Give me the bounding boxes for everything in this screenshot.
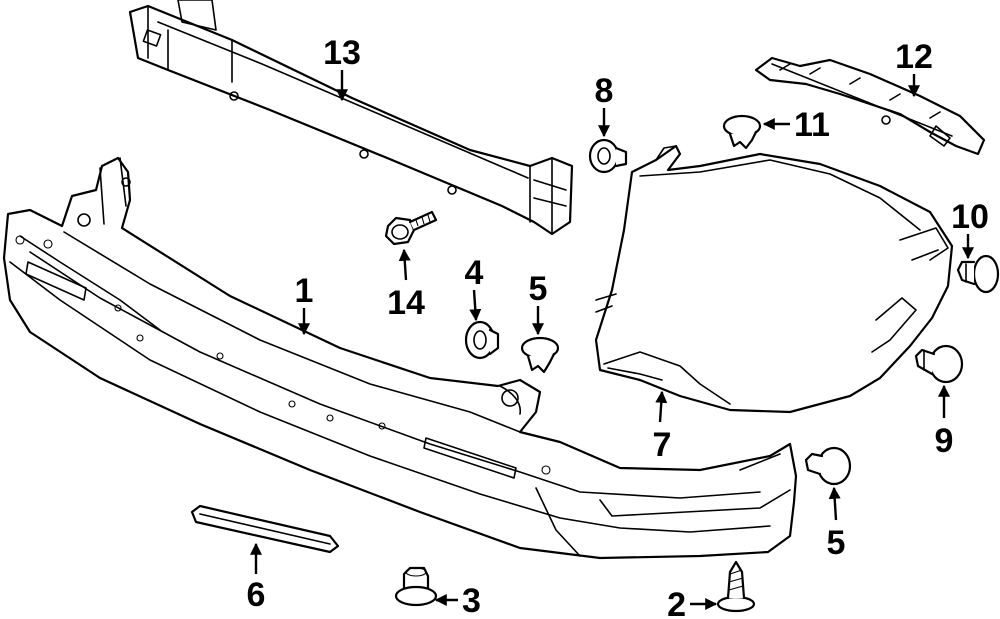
- callout-1: 1: [295, 272, 314, 310]
- callout-10: 10: [951, 198, 989, 236]
- callout-4: 4: [465, 254, 484, 292]
- grommet-4: [464, 320, 500, 360]
- clip-11: [722, 114, 762, 150]
- grommet-8: [588, 138, 628, 174]
- clip-10: [956, 254, 1000, 294]
- bumper-side-cover: [594, 144, 954, 414]
- callout-11: 11: [794, 106, 830, 144]
- side-bracket: [754, 56, 986, 156]
- reflector-strip: [190, 504, 340, 554]
- callout-6: 6: [247, 576, 266, 614]
- grommet-9: [914, 344, 964, 384]
- clip-3: [394, 566, 438, 607]
- callout-7: 7: [653, 426, 672, 464]
- callout-12: 12: [895, 38, 933, 76]
- callout-13: 13: [323, 34, 361, 72]
- callout-5-lower: 5: [827, 524, 846, 562]
- bolt-14: [384, 210, 438, 246]
- callout-5-upper: 5: [529, 270, 548, 308]
- callout-3: 3: [462, 582, 481, 619]
- reinforcement-beam: [128, 0, 574, 236]
- screw-2: [716, 560, 756, 613]
- callout-2: 2: [667, 586, 686, 619]
- bumper-cover: [2, 156, 798, 560]
- callout-8: 8: [595, 72, 614, 110]
- leader-lines: [250, 70, 974, 610]
- clip-5-upper: [520, 336, 560, 374]
- clip-5-lower: [804, 446, 852, 486]
- callout-14: 14: [387, 284, 425, 322]
- callout-9: 9: [935, 422, 954, 460]
